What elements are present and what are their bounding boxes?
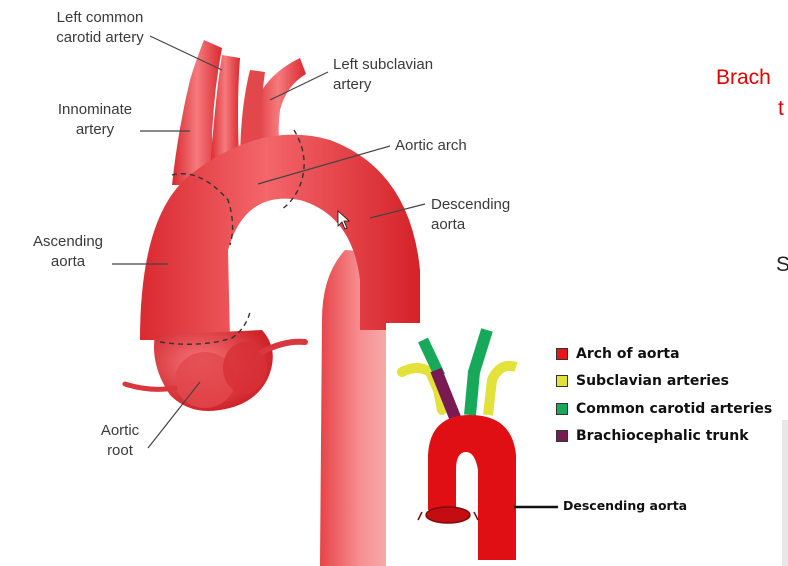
boundary-arch (279, 129, 305, 211)
leader-left-common-carotid (149, 35, 223, 71)
label-aortic-arch: Aortic arch (395, 137, 467, 154)
leader-aortic-root (147, 381, 201, 449)
legend-label: Brachiocephalic trunk (576, 428, 749, 445)
legend-item-subclavian: Subclavian arteries (556, 368, 772, 396)
coronary-right (122, 381, 178, 392)
boundary-root (159, 311, 251, 345)
slide-subtitle-fragment: t (778, 97, 784, 120)
left-common-carotid-branch (210, 55, 240, 175)
leader-descending-aorta (369, 203, 426, 219)
leader-aortic-arch (257, 145, 391, 185)
mouse-cursor-icon (337, 210, 351, 230)
label-left-subclavian-artery: Left subclavian artery (333, 56, 434, 93)
legend-swatch (556, 430, 568, 443)
leader-left-subclavian (269, 71, 329, 101)
boundary-ascending (171, 173, 234, 246)
legend-item-brachiocephalic: Brachiocephalic trunk (556, 423, 772, 451)
legend-label: Subclavian arteries (576, 373, 729, 390)
legend-swatch (556, 347, 568, 360)
root-cusp-right (223, 342, 267, 394)
legend: Arch of aorta Subclavian arteries Common… (556, 340, 772, 450)
slide-title-fragment: Brach (716, 66, 771, 89)
legend-item-common-carotid: Common carotid arteries (556, 395, 772, 423)
label-aortic-root: Aortic root (100, 422, 140, 459)
aortic-arch-shape (140, 134, 420, 340)
label-ascending-aorta: Ascending aorta (32, 233, 104, 270)
inset-descending-aorta-label: Descending aorta (563, 498, 688, 513)
label-innominate-artery: Innominate artery (57, 101, 133, 138)
label-descending-aorta: Descending aorta (431, 196, 511, 233)
innominate-branch (172, 40, 222, 185)
legend-swatch (556, 375, 568, 388)
coronary-left (259, 338, 308, 355)
legend-label: Common carotid arteries (576, 400, 773, 417)
label-left-common-carotid-artery: Left common carotid artery (56, 9, 144, 46)
legend-label: Arch of aorta (576, 345, 680, 362)
legend-swatch (556, 402, 568, 415)
legend-item-arch: Arch of aorta (556, 340, 772, 368)
slide-text-fragment: S (776, 253, 788, 276)
